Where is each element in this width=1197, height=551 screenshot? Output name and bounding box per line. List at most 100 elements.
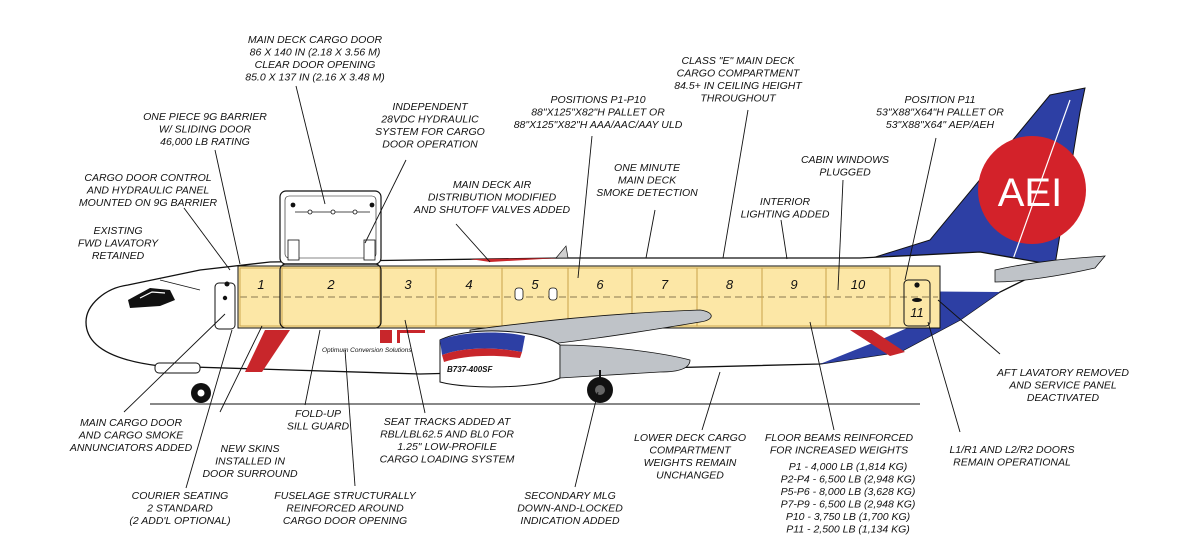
nose-wheel-hub bbox=[197, 389, 205, 397]
callout-line: MAIN DECK bbox=[618, 175, 677, 187]
callout-line: P10 - 3,750 LB (1,700 KG) bbox=[786, 511, 910, 523]
callout-line: 53"X88"X64"H PALLET OR bbox=[876, 107, 1004, 119]
callout-line: CARGO LOADING SYSTEM bbox=[380, 454, 515, 466]
callout-line: POSITIONS P1-P10 bbox=[550, 94, 645, 106]
callout-line: AND HYDRAULIC PANEL bbox=[86, 185, 209, 197]
callout-line: FOR INCREASED WEIGHTS bbox=[770, 445, 908, 457]
callout-line: MAIN DECK AIR bbox=[453, 179, 532, 191]
callout-line: P2-P4 - 6,500 LB (2,948 KG) bbox=[781, 474, 916, 486]
cargo-window-marks bbox=[514, 287, 558, 301]
pallet-position-number: 5 bbox=[531, 277, 539, 292]
callout-line: MOUNTED ON 9G BARRIER bbox=[79, 197, 218, 209]
pallet-position-number: 11 bbox=[910, 305, 924, 320]
callout-line: FOLD-UP bbox=[295, 408, 341, 420]
callout-line: CARGO DOOR OPENING bbox=[283, 515, 407, 527]
callout-line: MAIN CARGO DOOR bbox=[80, 417, 183, 429]
callout-line: L1/R1 AND L2/R2 DOORS bbox=[949, 444, 1074, 456]
cargo-door-inner bbox=[284, 195, 377, 259]
fwd-door-l1-marker bbox=[224, 281, 230, 287]
fwd-door-handle bbox=[222, 295, 228, 301]
callout-line: DOOR SURROUND bbox=[202, 468, 298, 480]
callout-line: SILL GUARD bbox=[287, 421, 350, 433]
cargo-door-hinge-right bbox=[369, 202, 375, 208]
callout-line: (2 ADD'L OPTIONAL) bbox=[129, 515, 230, 527]
callout-line: SEAT TRACKS ADDED AT bbox=[384, 416, 512, 428]
callout-line: RBL/LBL62.5 AND BL0 FOR bbox=[380, 429, 514, 441]
antenna bbox=[555, 245, 569, 259]
callout-line: ANNUNCIATORS ADDED bbox=[69, 442, 193, 454]
pallet-position-number: 6 bbox=[596, 277, 604, 292]
callout-line: INSTALLED IN bbox=[215, 456, 285, 468]
callout-line: P5-P6 - 8,000 LB (3,628 KG) bbox=[781, 486, 916, 498]
fuselage-script: Optimum Conversion Solutions bbox=[322, 347, 412, 354]
cockpit-window-glare bbox=[139, 291, 166, 299]
callout-line: INDEPENDENT bbox=[392, 101, 469, 113]
callout-line: INTERIOR bbox=[760, 196, 811, 208]
aft-door-handle bbox=[912, 298, 922, 302]
pallet-position-number: 4 bbox=[465, 277, 472, 292]
callout-line: LIGHTING ADDED bbox=[741, 209, 830, 221]
callout-line: 88"X125"X82"H AAA/AAC/AAY ULD bbox=[514, 119, 683, 131]
callout-line: COURIER SEATING bbox=[132, 490, 229, 502]
callout-line: ONE MINUTE bbox=[614, 162, 681, 174]
engine-core bbox=[559, 344, 691, 379]
callout-line: DISTRIBUTION MODIFIED bbox=[428, 192, 557, 204]
callout-line: 86 X 140 IN (2.18 X 3.56 M) bbox=[250, 47, 381, 59]
pallet-position-number: 1 bbox=[257, 277, 264, 292]
pallet-position-number: 7 bbox=[661, 277, 669, 292]
callout-line: NEW SKINS bbox=[221, 443, 280, 455]
callout-line: DOWN-AND-LOCKED bbox=[517, 503, 623, 515]
callout-line: P7-P9 - 6,500 LB (2,948 KG) bbox=[781, 499, 916, 511]
leader-lines bbox=[123, 85, 1001, 489]
callout-line: SMOKE DETECTION bbox=[596, 187, 698, 199]
callout-line: REMAIN OPERATIONAL bbox=[953, 457, 1071, 469]
callout-line: MAIN DECK CARGO DOOR bbox=[248, 34, 383, 46]
callout-line: FWD LAVATORY bbox=[78, 238, 159, 250]
callout-line: 53"X88"X64" AEP/AEH bbox=[886, 119, 995, 131]
callout-line: COMPARTMENT bbox=[649, 445, 732, 457]
callout-line: FUSELAGE STRUCTURALLY bbox=[274, 490, 416, 502]
cargo-door-latch bbox=[330, 209, 336, 215]
aft-door-marker bbox=[914, 282, 920, 288]
callout-line: EXISTING bbox=[93, 225, 142, 237]
pallet-box bbox=[825, 267, 891, 327]
pallet-position-number: 3 bbox=[404, 277, 412, 292]
pallet-position-number: 2 bbox=[326, 277, 335, 292]
cargo-door-actuator-left bbox=[287, 239, 300, 261]
callout-line: CABIN WINDOWS bbox=[801, 154, 889, 166]
callout-line: UNCHANGED bbox=[656, 470, 724, 482]
callout-line: CARGO DOOR CONTROL bbox=[84, 172, 211, 184]
callout-line: 28VDC HYDRAULIC bbox=[380, 114, 479, 126]
tail-logo-text: AEI bbox=[998, 171, 1062, 215]
fuselage-stripe-upper bbox=[470, 258, 560, 262]
nose-gear-door bbox=[154, 362, 201, 374]
cargo-door-latch bbox=[352, 209, 358, 215]
callout-line: W/ SLIDING DOOR bbox=[159, 124, 252, 136]
callout-line: CARGO COMPARTMENT bbox=[677, 68, 801, 80]
callout-line: POSITION P11 bbox=[905, 94, 976, 106]
pallet-position-number: 8 bbox=[726, 277, 734, 292]
callout-line: PLUGGED bbox=[819, 167, 871, 179]
callout-line: 46,000 LB RATING bbox=[160, 136, 250, 148]
callout-line: SECONDARY MLG bbox=[524, 490, 616, 502]
cargo-door-actuator-right bbox=[363, 239, 376, 261]
engine-intake-blue bbox=[440, 332, 525, 355]
callout-line: AND SERVICE PANEL bbox=[1008, 380, 1117, 392]
